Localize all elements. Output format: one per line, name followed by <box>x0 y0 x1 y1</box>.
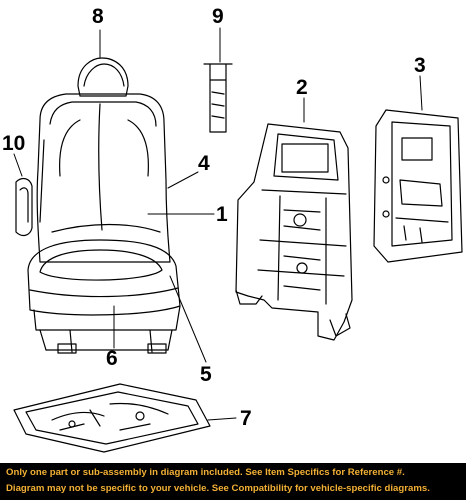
seatback-panel <box>373 109 463 263</box>
leader-lines <box>13 27 423 421</box>
callout-5: 5 <box>200 363 212 386</box>
seat-cushion <box>27 239 181 354</box>
cushion-pan <box>13 383 211 453</box>
callout-1: 1 <box>216 203 228 226</box>
callout-2: 2 <box>296 76 308 99</box>
disclaimer-banner: Only one part or sub-assembly in diagram… <box>0 463 466 500</box>
callout-4: 4 <box>198 152 210 175</box>
callout-7: 7 <box>240 407 252 430</box>
callout-10: 10 <box>2 132 26 155</box>
callout-9: 9 <box>212 5 224 28</box>
disclaimer-line-2: Diagram may not be specific to your vehi… <box>6 483 430 494</box>
callout-3: 3 <box>414 54 426 77</box>
seat-parts-diagram <box>13 27 463 453</box>
seat-armrest <box>15 177 33 237</box>
callout-6: 6 <box>106 347 118 370</box>
seatback-frame <box>235 123 353 341</box>
trim-clip <box>203 63 233 133</box>
callout-8: 8 <box>92 5 104 28</box>
seat-back <box>36 93 171 263</box>
headrest <box>77 57 129 97</box>
disclaimer-line-1: Only one part or sub-assembly in diagram… <box>6 467 405 478</box>
